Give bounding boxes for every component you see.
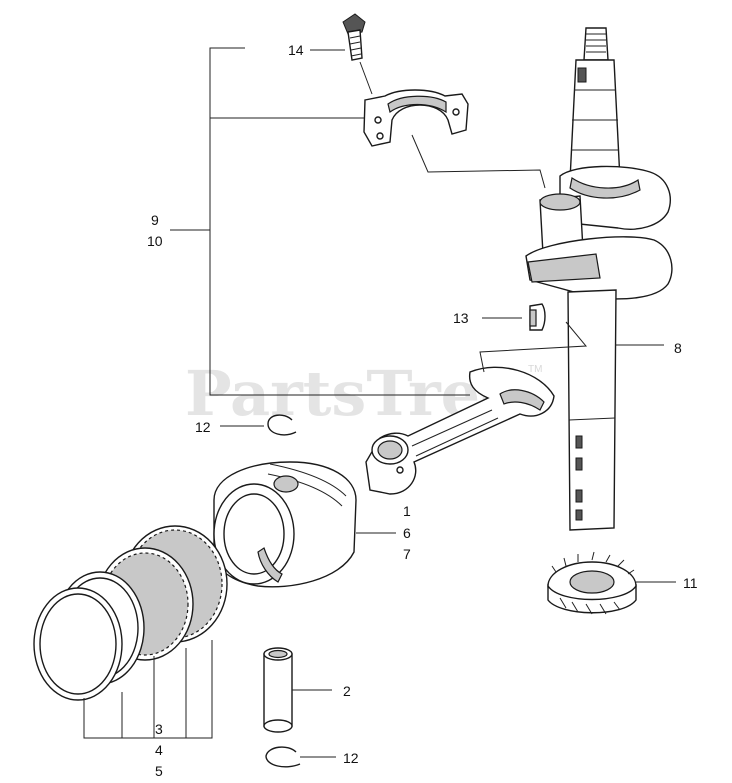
leader-cap-to-crank [411,134,546,189]
callout-14: 14 [288,42,304,58]
piston-icon[interactable] [213,461,357,588]
callout-13: 13 [453,310,469,326]
watermark-tm: TM [528,364,542,375]
callout-6: 6 [403,525,411,541]
rod-cap-icon[interactable] [363,89,469,147]
bracket-3-4-5 [83,640,213,739]
callout-10: 10 [147,233,163,249]
callout-7: 7 [403,546,411,562]
callout-5: 5 [155,763,163,779]
leader-rod-to-pin [479,321,588,373]
callout-1: 1 [403,503,411,519]
connecting-rod-icon[interactable] [365,366,555,495]
key-icon[interactable] [529,303,546,331]
piston-pin-icon[interactable] [263,647,293,733]
circlip-bottom-icon[interactable] [265,746,301,768]
callout-12-top: 12 [195,419,211,435]
callout-9: 9 [151,212,159,228]
callout-11: 11 [683,575,698,591]
bracket-9-10 [170,47,470,396]
gear-icon[interactable] [547,551,637,615]
callout-12-bottom: 12 [343,750,359,766]
circlip-icon[interactable] [267,414,297,436]
callout-3: 3 [155,721,163,737]
callout-4: 4 [155,742,163,758]
piston-ring-set-icon[interactable] [33,525,228,701]
crankshaft-icon[interactable] [525,27,673,531]
callout-8: 8 [674,340,682,356]
callout-2: 2 [343,683,351,699]
bolt-icon[interactable] [342,13,373,95]
